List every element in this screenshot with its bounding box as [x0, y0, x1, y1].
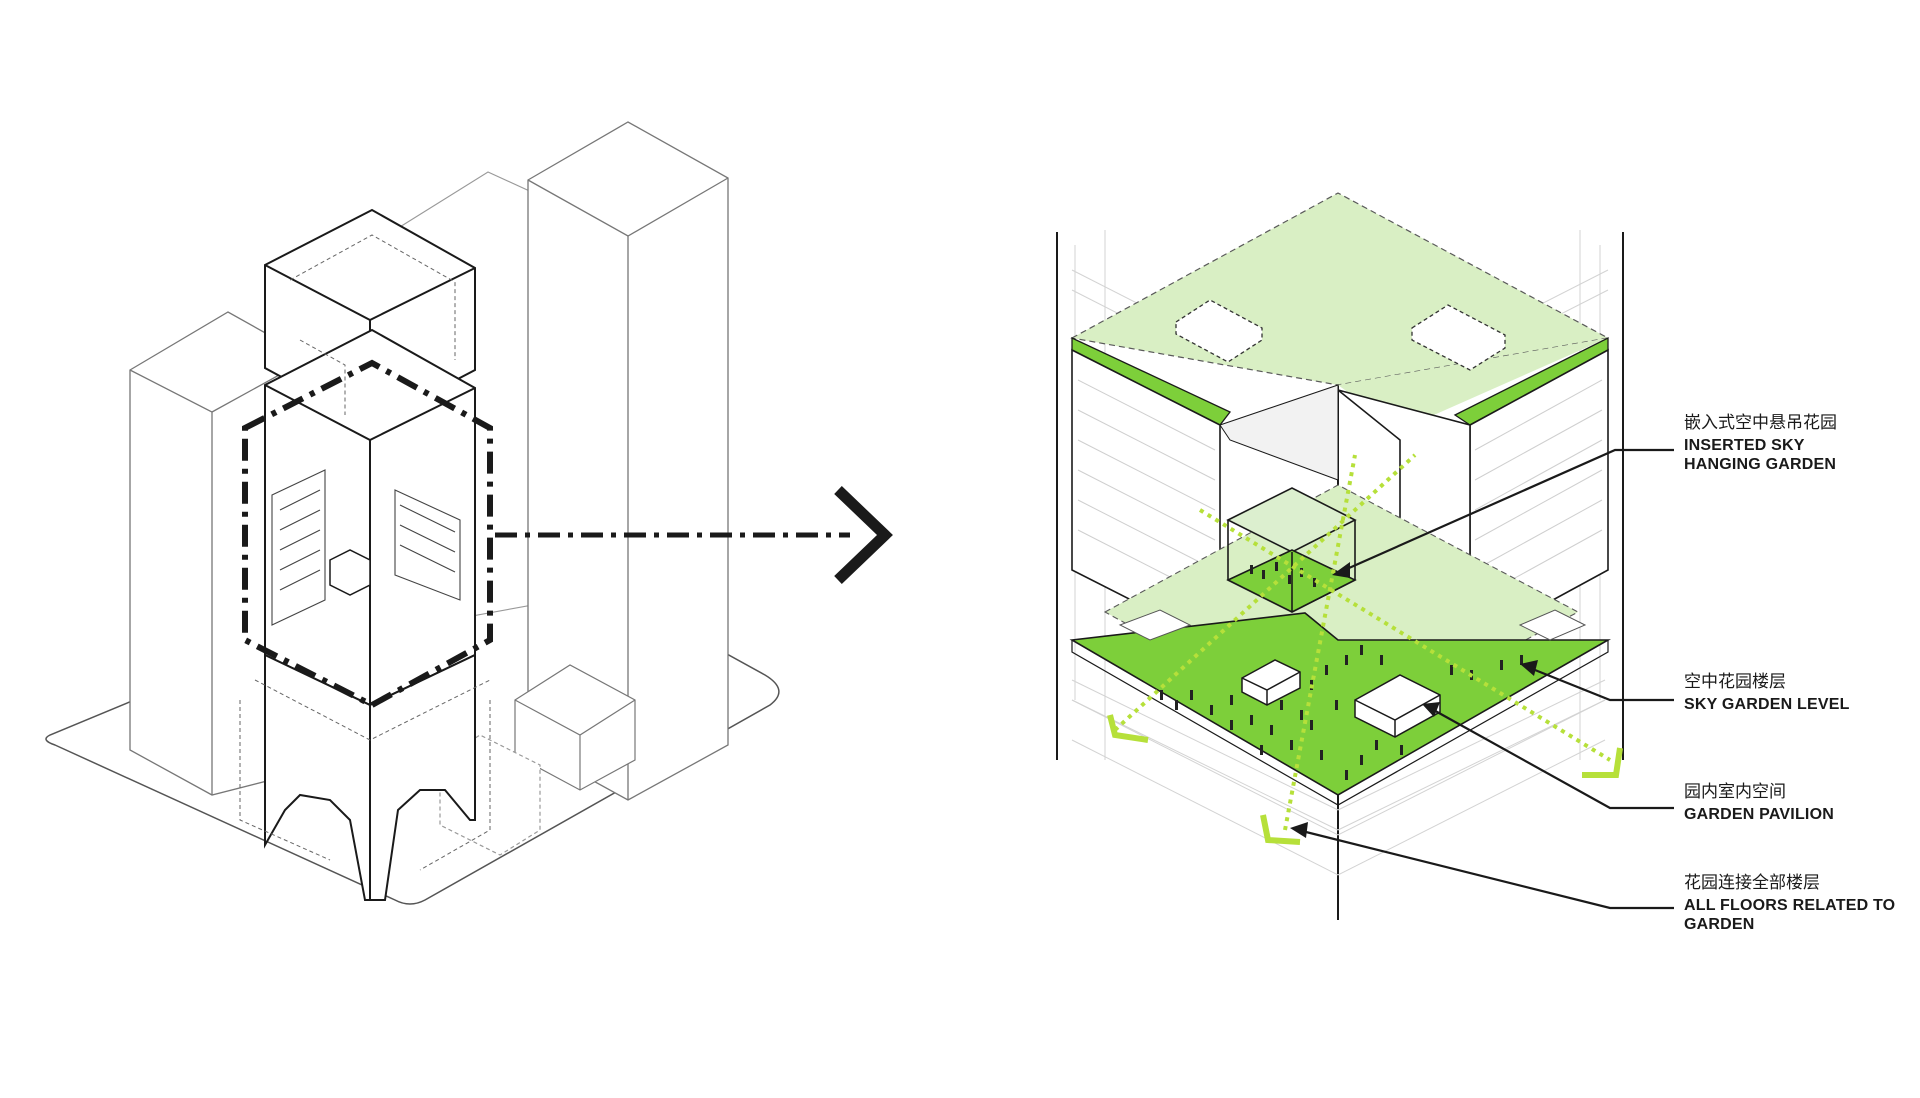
label-zh: 园内室内空间	[1684, 782, 1834, 803]
label-all-floors-related: 花园连接全部楼层 ALL FLOORS RELATED TO GARDEN	[1684, 873, 1895, 935]
label-en-line2: HANGING GARDEN	[1684, 455, 1837, 475]
label-inserted-sky-garden: 嵌入式空中悬吊花园 INSERTED SKY HANGING GARDEN	[1684, 413, 1837, 475]
sky-garden-level-plate	[1072, 610, 1608, 805]
label-en-line2: GARDEN	[1684, 915, 1895, 935]
label-zh: 花园连接全部楼层	[1684, 873, 1895, 894]
label-en-line1: GARDEN PAVILION	[1684, 805, 1834, 825]
label-sky-garden-level: 空中花园楼层 SKY GARDEN LEVEL	[1684, 672, 1850, 714]
label-zh: 空中花园楼层	[1684, 672, 1850, 693]
label-en-line1: ALL FLOORS RELATED TO	[1684, 896, 1895, 916]
label-zh: 嵌入式空中悬吊花园	[1684, 413, 1837, 434]
label-en-line1: INSERTED SKY	[1684, 436, 1837, 456]
label-en-line1: SKY GARDEN LEVEL	[1684, 695, 1850, 715]
chevron-corner-icon	[1582, 748, 1620, 775]
label-garden-pavilion: 园内室内空间 GARDEN PAVILION	[1684, 782, 1834, 824]
